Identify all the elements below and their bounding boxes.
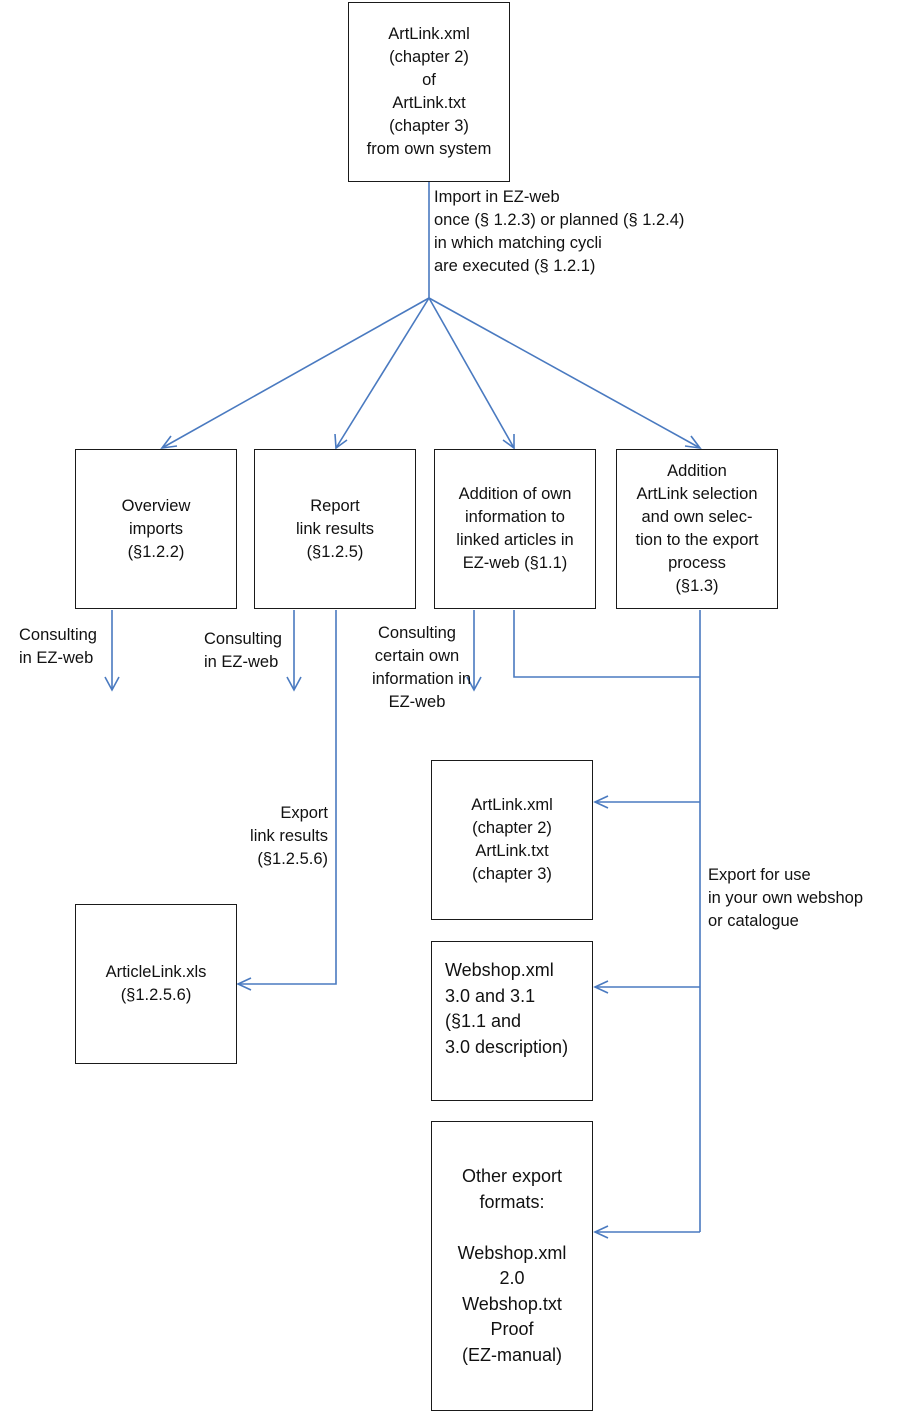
consulting-label-2-line: Consulting bbox=[204, 630, 282, 648]
addition-merge-connector bbox=[513, 610, 700, 678]
consulting-label-2: Consulting in EZ-web bbox=[204, 628, 282, 674]
arrowhead-report bbox=[334, 433, 348, 450]
arrowhead-overview bbox=[160, 435, 178, 450]
artlink-export-box: ArtLink.xml (chapter 2) ArtLink.txt (chapte… bbox=[431, 760, 593, 920]
other-export-formats-box-line: (EZ-manual) bbox=[461, 1344, 563, 1365]
export-arrowhead-other bbox=[593, 1225, 609, 1239]
export-for-use-label-line: in your own webshop bbox=[708, 889, 864, 907]
arrowhead-addition-selection bbox=[684, 435, 702, 450]
export-for-use-label-line: Export for use bbox=[708, 866, 811, 884]
arrow-to-addition-own bbox=[428, 297, 515, 449]
consult-arrowhead-2 bbox=[286, 676, 302, 692]
export-link-results-label-line: Export bbox=[280, 804, 328, 822]
export-link-results-label: Export link results (§1.2.5.6) bbox=[240, 802, 328, 871]
export-link-results-label-line: (§1.2.5.6) bbox=[257, 850, 328, 868]
export-for-use-label-line: or catalogue bbox=[708, 912, 799, 930]
addition-selection-box-line: Addition bbox=[667, 462, 727, 480]
export-arrowhead-artlink bbox=[593, 795, 609, 809]
consulting-label-3: Consulting certain own information in EZ-we… bbox=[372, 622, 472, 714]
overview-imports-box-line: (§1.2.2) bbox=[127, 542, 185, 561]
arrow-to-report bbox=[335, 297, 430, 449]
addition-selection-box-line: process bbox=[668, 554, 726, 572]
export-for-use-label: Export for use in your own webshop or cata… bbox=[708, 864, 863, 933]
other-export-formats-box-line: Webshop.xml bbox=[457, 1242, 567, 1263]
consulting-label-3-line: certain own bbox=[374, 647, 460, 665]
source-box-line: ArtLink.xml bbox=[388, 25, 470, 43]
addition-selection-box-line: tion to the export bbox=[635, 531, 759, 549]
export-link-results-label-line: link results bbox=[250, 827, 328, 845]
overview-imports-box: Overview imports (§1.2.2) bbox=[75, 449, 237, 609]
addition-selection-box-line: and own selec- bbox=[641, 508, 753, 526]
consulting-label-2-line: in EZ-web bbox=[204, 653, 279, 671]
webshop-xml-box-line: (§1.1 and bbox=[445, 1011, 522, 1031]
consulting-label-1: Consulting in EZ-web bbox=[19, 624, 97, 670]
addition-own-info-box-line: information to bbox=[465, 508, 565, 526]
report-link-results-box-line: Report bbox=[310, 497, 360, 515]
other-export-formats-box-line: Other export bbox=[461, 1166, 563, 1186]
addition-selection-box-line: (§1.3) bbox=[675, 577, 719, 595]
articlelink-xls-box: ArticleLink.xls (§1.2.5.6) bbox=[75, 904, 237, 1064]
artlink-export-box-line: (chapter 2) bbox=[472, 819, 552, 837]
webshop-xml-box: Webshop.xml 3.0 and 3.1 (§1.1 and 3.0 descr… bbox=[431, 941, 593, 1101]
consulting-label-1-line: Consulting bbox=[19, 626, 97, 644]
import-label-line: once (§ 1.2.3) or planned (§ 1.2.4) bbox=[434, 211, 685, 229]
webshop-xml-box-line: Webshop.xml bbox=[445, 960, 554, 980]
consult-arrowhead-1 bbox=[104, 676, 120, 692]
import-label-line: are executed (§ 1.2.1) bbox=[434, 257, 596, 275]
arrow-to-addition-selection bbox=[428, 297, 701, 449]
source-box-line: from own system bbox=[366, 140, 492, 158]
overview-imports-box-line: Overview bbox=[121, 496, 191, 515]
import-label-line: Import in EZ-web bbox=[434, 188, 560, 206]
other-export-formats-box-line: Proof bbox=[490, 1319, 534, 1339]
articlelink-xls-box-line: (§1.2.5.6) bbox=[120, 986, 192, 1004]
source-box-line: ArtLink.txt bbox=[392, 94, 466, 112]
arrow-to-overview bbox=[161, 297, 430, 449]
import-label: Import in EZ-web once (§ 1.2.3) or planne… bbox=[434, 186, 684, 278]
source-box-line: (chapter 2) bbox=[389, 48, 469, 66]
artlink-export-box-line: ArtLink.txt bbox=[475, 842, 549, 860]
export-link-arrowhead bbox=[236, 977, 252, 991]
webshop-xml-box-line: 3.0 description) bbox=[445, 1036, 569, 1057]
import-label-line: in which matching cycli bbox=[434, 234, 602, 252]
addition-own-info-box-line: EZ-web (§1.1) bbox=[462, 554, 568, 572]
webshop-xml-box-line: 3.0 and 3.1 bbox=[445, 985, 536, 1006]
report-link-results-box-line: link results bbox=[296, 520, 374, 538]
artlink-export-box-line: (chapter 3) bbox=[472, 865, 552, 883]
report-link-results-box: Report link results (§1.2.5) bbox=[254, 449, 416, 609]
consulting-label-3-line: information in bbox=[372, 670, 472, 688]
source-box-line: (chapter 3) bbox=[389, 117, 469, 135]
export-link-connector bbox=[238, 610, 337, 985]
consult-arrowhead-3 bbox=[466, 676, 482, 692]
consulting-label-3-line: Consulting bbox=[378, 624, 456, 642]
articlelink-xls-box-line: ArticleLink.xls bbox=[105, 963, 207, 981]
addition-selection-box-line: ArtLink selection bbox=[636, 485, 758, 503]
addition-own-info-box: Addition of own information to linked arti… bbox=[434, 449, 596, 609]
other-export-formats-box-line: formats: bbox=[479, 1191, 545, 1212]
source-box-line: of bbox=[422, 71, 436, 89]
overview-imports-box-line: imports bbox=[128, 519, 184, 538]
consulting-label-1-line: in EZ-web bbox=[19, 649, 94, 667]
other-export-formats-box-line: 2.0 bbox=[499, 1268, 525, 1288]
arrowhead-addition-own bbox=[502, 434, 515, 450]
report-link-results-box-line: (§1.2.5) bbox=[306, 543, 364, 561]
artlink-export-box-line: ArtLink.xml bbox=[471, 796, 553, 814]
export-arrowhead-webshop bbox=[593, 980, 609, 994]
addition-own-info-box-line: Addition of own bbox=[458, 485, 572, 503]
consulting-label-3-line: EZ-web bbox=[388, 693, 446, 711]
other-export-formats-box-line: Webshop.txt bbox=[462, 1293, 562, 1314]
addition-own-info-box-line: linked articles in bbox=[456, 531, 574, 549]
